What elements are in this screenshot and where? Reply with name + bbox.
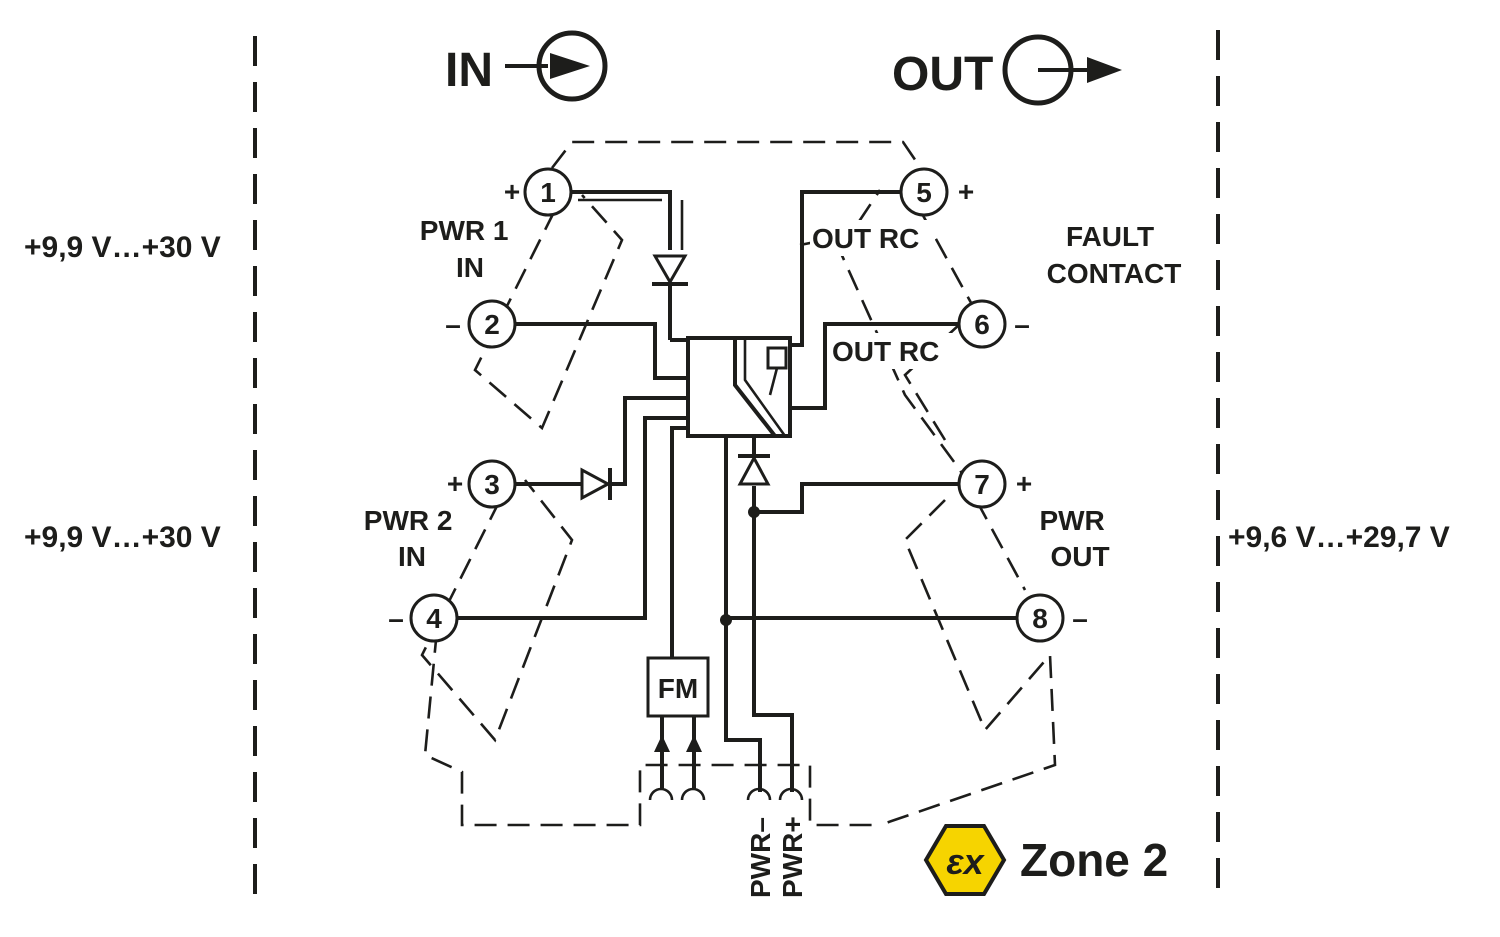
terminal-1-polarity: + [504, 176, 520, 207]
terminal-6: 6 – [957, 299, 1030, 349]
zone-label: Zone 2 [1020, 834, 1168, 886]
relay-module-block [686, 336, 792, 438]
pwr2-voltage-range: +9,9 V…+30 V [24, 521, 221, 554]
diode-icon [737, 454, 771, 486]
svg-text:2: 2 [484, 309, 500, 340]
pwr-out-housing-outline [879, 499, 1057, 827]
terminal-7-polarity: + [1016, 468, 1032, 499]
svg-text:7: 7 [974, 469, 990, 500]
pwr1-voltage-range: +9,9 V…+30 V [24, 231, 221, 264]
pwr-out-label: PWR OUT [1039, 505, 1112, 572]
terminal-1: 1 + [504, 167, 573, 217]
svg-text:4: 4 [426, 603, 442, 634]
internal-wiring [457, 190, 1018, 792]
bus-pwr-minus-label: PWR– [745, 817, 776, 898]
pwr2-in-label: PWR 2 IN [364, 505, 460, 572]
in-arrow-icon [505, 30, 608, 102]
svg-text:5: 5 [916, 177, 932, 208]
fault-housing-outline-c [903, 209, 977, 441]
terminal-5: 5 + [899, 167, 974, 217]
out-rc-label-top: OUT RC [812, 223, 919, 254]
fm-label: FM [658, 673, 698, 704]
terminal-2-polarity: – [445, 309, 461, 340]
out-label: OUT [892, 48, 993, 101]
terminal-4: 4 – [388, 593, 459, 643]
terminal-3: 3 + [447, 459, 517, 509]
terminal-5-polarity: + [958, 176, 974, 207]
pwr-left-outline [423, 597, 880, 827]
terminal-7: 7 + [957, 459, 1032, 509]
terminal-6-polarity: – [1014, 309, 1030, 340]
svg-text:3: 3 [484, 469, 500, 500]
pwr-out-voltage-range: +9,6 V…+29,7 V [1228, 521, 1450, 554]
in-label: IN [445, 44, 493, 97]
terminal-8-polarity: – [1072, 603, 1088, 634]
top-dashed-link [550, 140, 924, 171]
terminal-2: 2 – [445, 299, 517, 349]
fault-contact-label: FAULT CONTACT [1047, 221, 1182, 289]
terminal-8: 8 – [1015, 593, 1088, 643]
bus-pwr-plus-label: PWR+ [777, 816, 808, 898]
fm-module-box [646, 656, 710, 718]
svg-text:6: 6 [974, 309, 990, 340]
pwr1-in-label: PWR 1 IN [420, 215, 516, 283]
svg-text:8: 8 [1032, 603, 1048, 634]
ex-symbol: εx [946, 841, 985, 882]
diode-icon [652, 254, 688, 286]
terminal-4-polarity: – [388, 603, 404, 634]
bus-connector-icon [648, 787, 804, 801]
fault-housing-outline-b [833, 239, 1027, 591]
ex-hazard-icon: εx [923, 824, 1007, 896]
svg-text:1: 1 [540, 177, 556, 208]
diode-icon [580, 467, 612, 501]
terminal-3-polarity: + [447, 468, 463, 499]
out-rc-label-bottom: OUT RC [832, 336, 939, 367]
out-arrow-icon [1002, 34, 1122, 106]
